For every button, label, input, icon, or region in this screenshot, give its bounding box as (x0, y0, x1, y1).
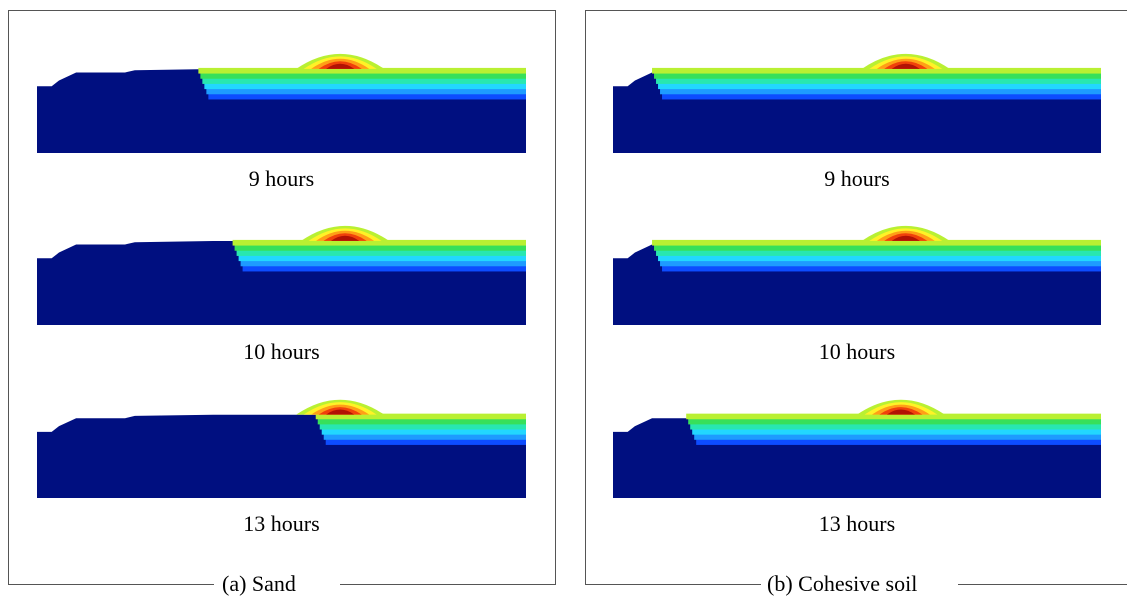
time-label: 10 hours (818, 339, 896, 364)
flow-band (234, 245, 526, 251)
flow-band (694, 434, 1101, 440)
simulation-image (613, 225, 1101, 325)
dune-band (891, 235, 920, 241)
flow-band (654, 245, 1101, 251)
flow-band (208, 93, 526, 100)
flow-band (238, 255, 526, 262)
flow-band (198, 67, 526, 74)
flow-band (688, 418, 1101, 425)
simulation-image (37, 53, 526, 153)
panel-sand-bottom-rule-left (8, 584, 214, 585)
flow-band (204, 83, 526, 90)
flow-band (696, 439, 1101, 445)
flow-band (658, 83, 1101, 90)
simulation-image (37, 225, 526, 325)
flow-band (323, 434, 526, 440)
panel-sand (8, 10, 556, 585)
flow-band (662, 265, 1101, 272)
flow-band (686, 413, 1101, 420)
panel-cohesive-caption: (b) Cohesive soil (765, 571, 920, 596)
flow-band (690, 423, 1101, 430)
time-label: 13 hours (243, 511, 320, 536)
flow-band (317, 418, 526, 425)
flow-band (200, 73, 526, 79)
flow-band (652, 67, 1101, 74)
flow-band (236, 250, 526, 256)
flow-band (658, 255, 1101, 262)
flow-band (321, 429, 526, 435)
flow-band (652, 239, 1101, 246)
flow-band (232, 239, 526, 246)
flow-band (654, 73, 1101, 79)
dune-band (326, 63, 355, 69)
time-label: 13 hours (818, 511, 896, 536)
flow-band (319, 423, 526, 430)
dune-band (886, 409, 915, 415)
flow-band (240, 260, 526, 267)
simulation-image (613, 53, 1101, 153)
flow-band (692, 429, 1101, 435)
panel-cohesive-bottom-rule-right (958, 584, 1127, 585)
flow-band (662, 93, 1101, 100)
panel-sand-bottom-rule-right (340, 584, 556, 585)
panel-cohesive (585, 10, 1127, 585)
flow-band (315, 413, 526, 420)
flow-band (656, 78, 1101, 84)
panel-sand-caption: (a) Sand (220, 571, 298, 596)
flow-band (656, 250, 1101, 256)
panel-cohesive-bottom-rule-left (585, 584, 761, 585)
time-label: 9 hours (248, 166, 315, 191)
dune-band (330, 235, 360, 241)
flow-band (206, 88, 526, 95)
dune-band (891, 63, 920, 69)
simulation-image (37, 399, 526, 498)
flow-band (325, 439, 526, 445)
simulation-image (613, 399, 1101, 498)
time-label: 10 hours (243, 339, 320, 364)
flow-band (242, 265, 526, 272)
flow-band (202, 78, 526, 84)
flow-band (660, 260, 1101, 267)
flow-band (660, 88, 1101, 95)
time-label: 9 hours (824, 166, 890, 191)
dune-band (326, 409, 355, 415)
